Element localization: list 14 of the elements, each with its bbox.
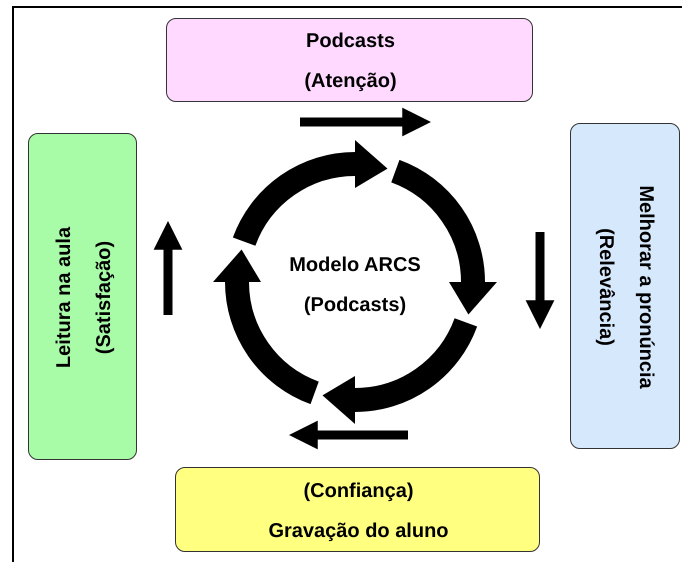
label-box [166,18,533,102]
box-subtitle: (Relevância) [594,228,618,346]
box-heading: Leitura na aula [52,226,76,368]
box-heading: (Confiança) [304,478,414,504]
box-subtitle: (Atenção) [304,69,397,94]
label-box [570,123,680,449]
box-subtitle: (Satisfação) [92,240,116,354]
label-box [175,467,540,552]
box-heading: Podcasts [306,29,395,54]
box-heading: Melhorar a pronúncia [634,185,658,389]
label-box [28,133,137,460]
box-subtitle: Gravação do aluno [268,518,449,544]
box-subtitle: (Podcasts) [304,293,406,318]
box-heading: Modelo ARCS [289,253,421,278]
